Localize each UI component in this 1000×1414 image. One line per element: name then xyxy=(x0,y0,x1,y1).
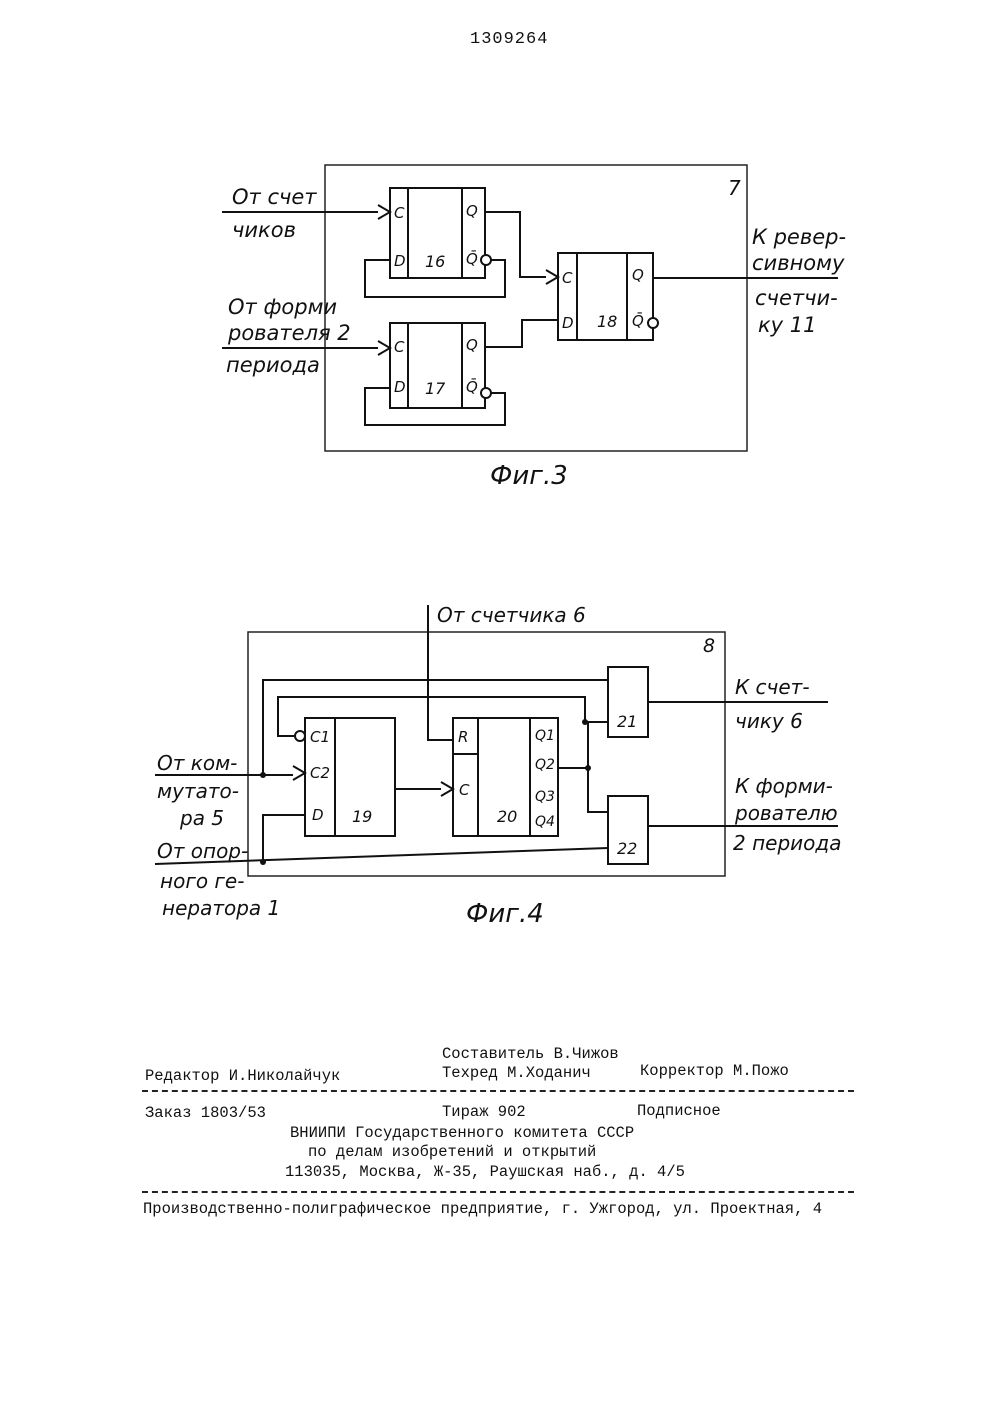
fig4-left-input1-line1: От ком- xyxy=(157,751,237,775)
trigger-18-pin-q: Q xyxy=(632,266,644,284)
gate-21-number: 21 xyxy=(617,712,637,731)
fig3-input2-label-line2: рователя 2 xyxy=(227,321,351,345)
fig4-caption: Фиг.4 xyxy=(466,899,544,929)
fig4-block-number: 8 xyxy=(703,635,715,657)
trigger-16-number: 16 xyxy=(425,252,445,271)
fig4-output1-line1: К счет- xyxy=(735,675,810,699)
fig3-input2-label-line3: периода xyxy=(226,353,320,377)
trigger-17-number: 17 xyxy=(425,379,446,398)
imprint-compiler: Составитель В.Чижов xyxy=(442,1045,619,1063)
fig3-output-label-line3: счетчи- xyxy=(755,286,838,310)
fig4-left-input1-line2: мутато- xyxy=(157,779,239,803)
trigger-18-pin-c: C xyxy=(562,269,573,287)
imprint-circulation: Тираж 902 xyxy=(442,1103,526,1121)
block-20-pin-q1: Q1 xyxy=(535,728,555,744)
figure-3-diagram: 7 C D Q Q̄ 16 C D Q Q̄ 17 C D Q Q̄ 18 От… xyxy=(0,150,1000,500)
fig3-block-number: 7 xyxy=(728,176,741,200)
fig4-top-input-label: От счетчика 6 xyxy=(437,603,586,627)
imprint-org-line2: по делам изобретений и открытий xyxy=(308,1143,596,1161)
block-20-pin-c: C xyxy=(459,781,470,799)
trigger-16-pin-q: Q xyxy=(466,202,478,220)
fig3-input1-label-line2: чиков xyxy=(232,218,296,242)
fig4-left-input2-line1: От опор- xyxy=(157,839,248,863)
imprint-address: 113035, Москва, Ж-35, Раушская наб., д. … xyxy=(285,1163,685,1181)
fig3-caption: Фиг.3 xyxy=(490,461,568,491)
imprint-techred: Техред М.Ходанич xyxy=(442,1064,591,1082)
fig4-left-input2-line2: ного ге- xyxy=(160,869,244,893)
block-19-pin-c1: C1 xyxy=(310,728,330,746)
trigger-16-pin-c: C xyxy=(394,204,405,222)
fig3-input2-label-line1: От форми xyxy=(228,295,337,319)
block-20-pin-q4: Q4 xyxy=(535,814,555,830)
fig3-output-label-line1: К ревер- xyxy=(752,225,846,249)
fig4-output2-line2: рователю xyxy=(734,801,838,825)
block-20-number: 20 xyxy=(497,807,517,826)
trigger-16-pin-qbar: Q̄ xyxy=(466,249,478,268)
fig3-block-frame xyxy=(325,165,747,451)
trigger-18-pin-qbar: Q̄ xyxy=(632,311,644,330)
gate-22-number: 22 xyxy=(617,839,637,858)
fig3-output-label-line4: ку 11 xyxy=(758,313,817,337)
fig4-output1-line2: чику 6 xyxy=(735,709,803,733)
block-19-pin-c2: C2 xyxy=(310,764,330,782)
document-number: 1309264 xyxy=(470,30,548,49)
imprint-order: Заказ 1803/53 xyxy=(145,1104,266,1122)
divider-bottom xyxy=(142,1191,854,1193)
trigger-17-pin-c: C xyxy=(394,338,405,356)
imprint-subscription: Подписное xyxy=(637,1102,721,1120)
imprint-corrector: Корректор М.Пожо xyxy=(640,1062,789,1080)
fig4-output2-line3: 2 периода xyxy=(733,831,841,855)
imprint-printer: Производственно-полиграфическое предприя… xyxy=(143,1200,822,1218)
trigger-17-pin-d: D xyxy=(394,378,406,396)
fig4-output2-line1: К форми- xyxy=(735,774,833,798)
trigger-17-pin-q: Q xyxy=(466,336,478,354)
block-20-pin-q3: Q3 xyxy=(535,789,555,805)
fig3-output-label-line2: сивному xyxy=(752,251,845,275)
trigger-18-number: 18 xyxy=(597,312,617,331)
figure-4-diagram: 8 C1 C2 D 19 R C Q1 Q2 Q3 Q4 20 21 22 От… xyxy=(0,600,1000,940)
trigger-17-pin-qbar: Q̄ xyxy=(466,377,478,396)
imprint-org-line1: ВНИИПИ Государственного комитета СССР xyxy=(290,1124,634,1142)
trigger-18-pin-d: D xyxy=(562,314,574,332)
block-19-pin-d: D xyxy=(312,806,324,824)
fig4-left-input2-line3: нератора 1 xyxy=(162,896,280,920)
block-19-number: 19 xyxy=(352,807,372,826)
fig4-left-input1-line3: ра 5 xyxy=(179,806,224,830)
block-20-pin-r: R xyxy=(458,728,468,746)
trigger-16-pin-d: D xyxy=(394,252,406,270)
fig3-input1-label-line1: От счет xyxy=(232,185,317,209)
divider-top xyxy=(142,1090,854,1092)
imprint-editor: Редактор И.Николайчук xyxy=(145,1067,340,1085)
block-20-pin-q2: Q2 xyxy=(535,757,555,773)
